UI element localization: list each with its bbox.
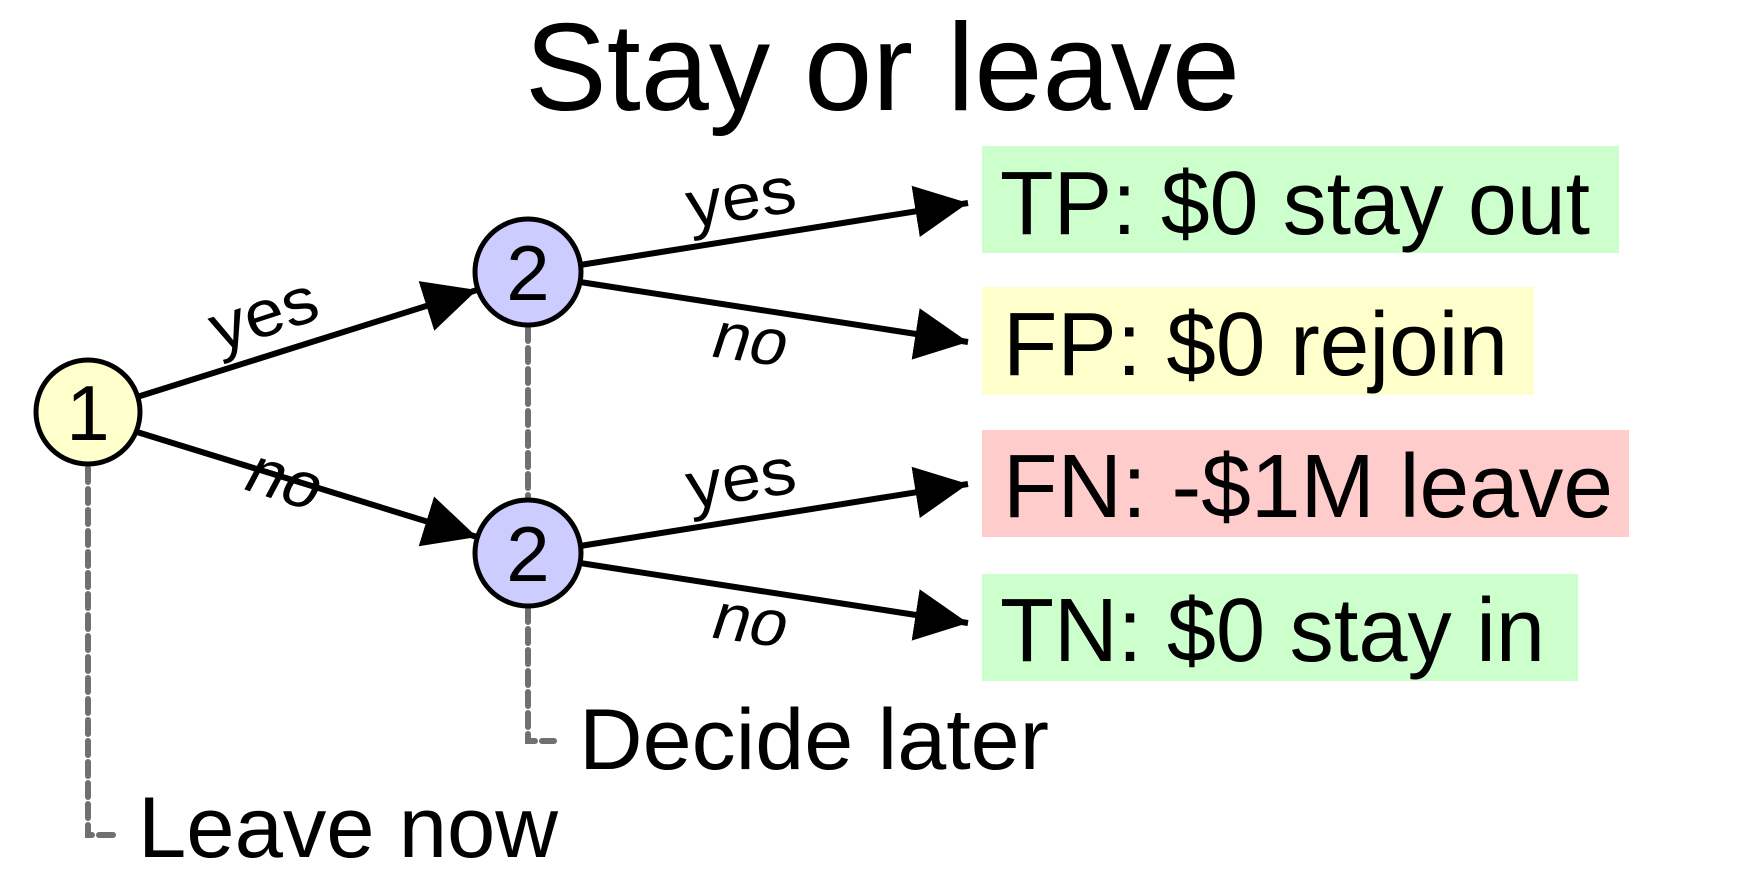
outcome-fp-box bbox=[982, 287, 1534, 395]
edge-label-2bottom-no: no bbox=[703, 580, 799, 661]
edge-1-no bbox=[136, 429, 478, 547]
leave-now-connector bbox=[85, 465, 117, 838]
node-2-top-label: 2 bbox=[506, 229, 549, 317]
node-2-top: 2 bbox=[472, 216, 584, 328]
edge-label-2top-yes: yes bbox=[681, 152, 801, 242]
outcome-tp: TP: $0 stay out bbox=[982, 146, 1619, 254]
node-1: 1 bbox=[33, 357, 143, 467]
outcome-tn: TN: $0 stay in bbox=[982, 574, 1578, 681]
edges bbox=[136, 185, 969, 641]
node-2-bottom-label: 2 bbox=[506, 510, 549, 598]
note-leave-now: Leave now bbox=[138, 780, 559, 876]
outcome-tn-label: TN: $0 stay in bbox=[1000, 581, 1545, 681]
edge-2bottom-no bbox=[579, 560, 969, 641]
edge-label-1-yes: yes bbox=[199, 261, 326, 365]
edge-2top-yes bbox=[579, 185, 969, 268]
outcome-fn-label: FN: -$1M leave bbox=[1003, 437, 1613, 537]
outcome-tp-box bbox=[982, 146, 1619, 253]
node-2-bottom: 2 bbox=[472, 497, 584, 609]
outcome-fn: FN: -$1M leave bbox=[982, 430, 1629, 537]
edge-2top-no bbox=[579, 279, 969, 360]
dashed-lines bbox=[85, 324, 557, 838]
node-2-top-circle bbox=[472, 216, 584, 328]
outcome-fp-label: FP: $0 rejoin bbox=[1003, 295, 1508, 395]
edge-label-1-no: no bbox=[233, 436, 338, 525]
diagram-title: Stay or leave bbox=[525, 0, 1240, 137]
outcome-tp-label: TP: $0 stay out bbox=[1000, 154, 1590, 254]
outcome-tn-box bbox=[982, 574, 1578, 681]
note-decide-later: Decide later bbox=[579, 692, 1049, 788]
decide-later-connector bbox=[525, 605, 557, 744]
node-1-circle bbox=[33, 357, 143, 467]
outcome-fp: FP: $0 rejoin bbox=[982, 287, 1534, 395]
node-2-bottom-circle bbox=[472, 497, 584, 609]
outcome-fn-box bbox=[982, 430, 1629, 537]
edge-label-2bottom-yes: yes bbox=[681, 433, 801, 523]
edge-label-2top-no: no bbox=[703, 299, 799, 380]
edge-2bottom-yes bbox=[579, 466, 969, 549]
node-1-label: 1 bbox=[66, 369, 109, 457]
edge-1-yes bbox=[136, 281, 478, 400]
